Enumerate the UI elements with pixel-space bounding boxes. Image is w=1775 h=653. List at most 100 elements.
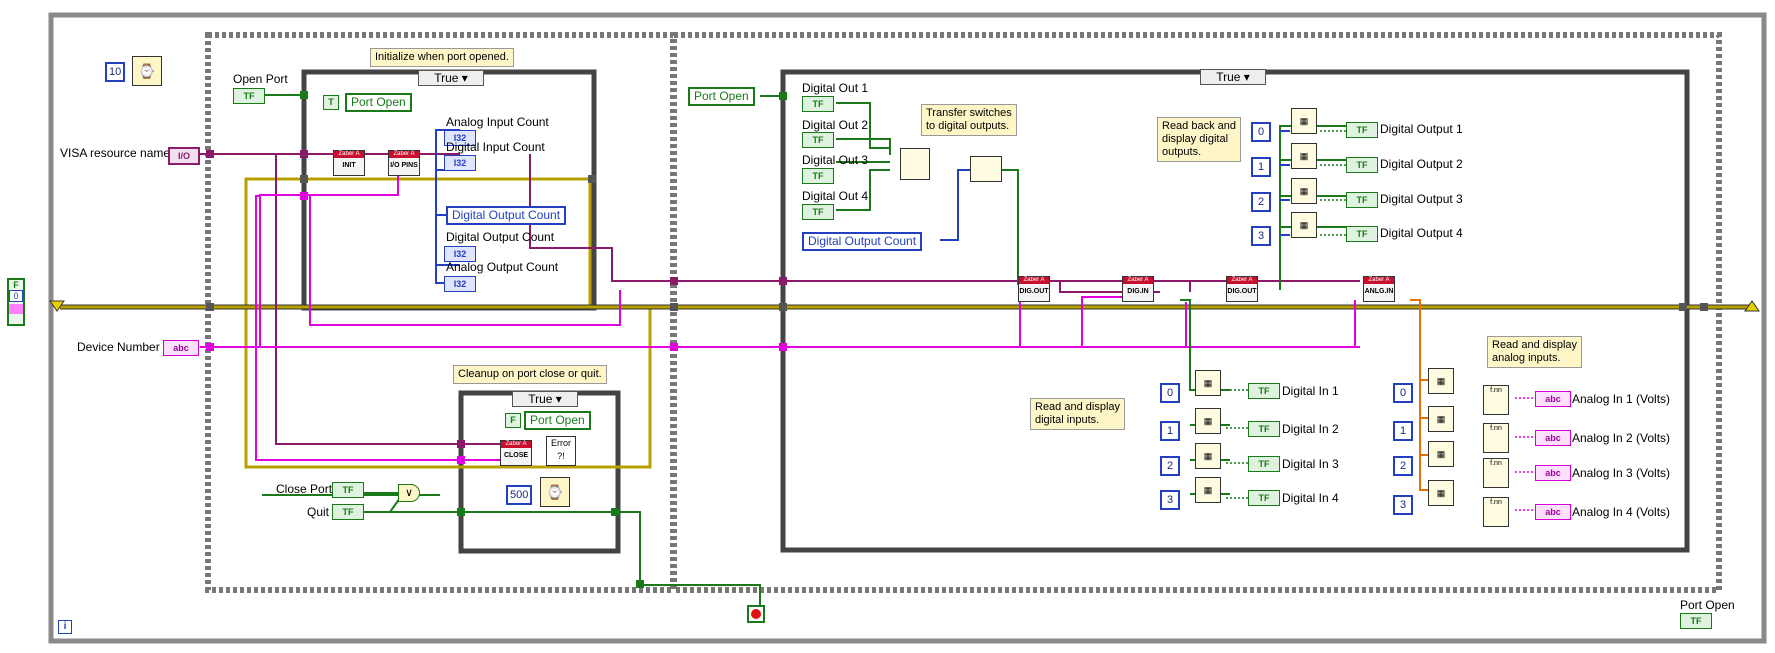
- digital-out-1-label: Digital Out 1: [802, 81, 869, 95]
- ai-index-1[interactable]: 1: [1393, 421, 1413, 441]
- digital-input-count-indicator: I32: [444, 155, 476, 171]
- open-port-label: Open Port: [233, 72, 288, 86]
- ai-index-2[interactable]: 2: [1393, 456, 1413, 476]
- ai-format-3: f.nn: [1483, 458, 1509, 488]
- sequence-frame-1: [205, 32, 676, 593]
- di-index-array-3: ▦: [1195, 443, 1221, 469]
- di-index-0[interactable]: 0: [1160, 383, 1180, 403]
- digital-out-3-label: Digital Out 3: [802, 153, 869, 167]
- analog-in-4-label: Analog In 4 (Volts): [1572, 505, 1671, 519]
- quit-label: Quit: [307, 505, 330, 519]
- digital-out-4-label: Digital Out 4: [802, 189, 869, 203]
- ai-index-0[interactable]: 0: [1393, 383, 1413, 403]
- do-index-3[interactable]: 3: [1251, 226, 1271, 246]
- digital-in-comment: Read and display digital inputs.: [1030, 398, 1126, 430]
- iteration-count: 0: [9, 290, 23, 302]
- integer-wires: [435, 129, 1290, 284]
- di-index-1[interactable]: 1: [1160, 421, 1180, 441]
- wait-timer-icon: ⌚: [132, 56, 162, 86]
- digital-input-count-label: Digital Input Count: [446, 140, 545, 154]
- digital-output-3-indicator: TF: [1346, 192, 1378, 208]
- main-digital-output-count-local: Digital Output Count: [802, 232, 923, 251]
- main-case-selector[interactable]: True ▾: [1200, 69, 1266, 85]
- while-loop-border: [48, 12, 1767, 644]
- ai-format-1: f.nn: [1483, 385, 1509, 415]
- digital-out-2-control[interactable]: TF: [802, 132, 834, 148]
- do-index-2[interactable]: 2: [1251, 192, 1271, 212]
- or-function: ∨: [398, 484, 420, 502]
- digital-in-3-indicator: TF: [1248, 456, 1280, 472]
- cleanup-case-selector[interactable]: True ▾: [512, 391, 578, 407]
- analog-in-3-indicator: abc: [1535, 465, 1571, 481]
- di-index-array-2: ▦: [1195, 408, 1221, 434]
- do-index-array-3: ▦: [1291, 178, 1317, 204]
- do-index-0[interactable]: 0: [1251, 122, 1271, 142]
- digital-output-1-label: Digital Output 1: [1380, 122, 1463, 136]
- digital-output-1-indicator: TF: [1346, 122, 1378, 138]
- left-terminal-cluster: F 0: [7, 278, 25, 326]
- ai-format-4: f.nn: [1483, 497, 1509, 527]
- digital-out-1-control[interactable]: TF: [802, 96, 834, 112]
- close-port-label: Close Port: [276, 482, 333, 496]
- port-open-indicator: TF: [1680, 613, 1712, 629]
- build-array-function: [900, 148, 930, 180]
- analog-in-4-indicator: abc: [1535, 504, 1571, 520]
- ai-index-array-4: ▦: [1428, 480, 1454, 506]
- initialize-case-selector[interactable]: True ▾: [418, 70, 484, 86]
- error-handler-icon[interactable]: Error ?!: [546, 436, 576, 466]
- initialize-port-open-local: Port Open: [345, 93, 412, 112]
- device-number-control[interactable]: abc: [163, 340, 199, 356]
- visa-resource-control[interactable]: I/O: [168, 147, 200, 165]
- digital-output-4-indicator: TF: [1346, 226, 1378, 242]
- di-index-2[interactable]: 2: [1160, 456, 1180, 476]
- readback-comment: Read back and display digital outputs.: [1157, 117, 1241, 162]
- error-indicator: [9, 304, 23, 314]
- ai-index-3[interactable]: 3: [1393, 495, 1413, 515]
- array-subset-function: [970, 156, 1002, 182]
- do-index-array-4: ▦: [1291, 212, 1317, 238]
- error-wire: [60, 177, 1755, 469]
- ai-index-array-3: ▦: [1428, 441, 1454, 467]
- device-number-wire: [200, 169, 1360, 461]
- digital-in-2-label: Digital In 2: [1282, 422, 1339, 436]
- cleanup-false-constant: F: [505, 413, 521, 428]
- digital-output-count-label: Digital Output Count: [446, 230, 555, 244]
- digital-output-count-indicator: I32: [444, 246, 476, 262]
- do-index-1[interactable]: 1: [1251, 157, 1271, 177]
- close-wait-constant[interactable]: 500: [506, 485, 533, 505]
- digital-out-4-control[interactable]: TF: [802, 204, 834, 220]
- ai-index-array-2: ▦: [1428, 406, 1454, 432]
- analog-input-count-indicator: I32: [444, 130, 476, 146]
- analog-in-1-indicator: abc: [1535, 391, 1571, 407]
- transfer-comment: Transfer switches to digital outputs.: [921, 104, 1017, 136]
- di-index-array-4: ▦: [1195, 477, 1221, 503]
- digital-in-1-label: Digital In 1: [1282, 384, 1339, 398]
- digital-in-4-label: Digital In 4: [1282, 491, 1339, 505]
- ai-index-array-1: ▦: [1428, 368, 1454, 394]
- di-index-3[interactable]: 3: [1160, 490, 1180, 510]
- analog-input-count-label: Analog Input Count: [446, 115, 549, 129]
- quit-control[interactable]: TF: [332, 504, 364, 520]
- device-number-label: Device Number: [77, 340, 160, 354]
- digital-output-4-label: Digital Output 4: [1380, 226, 1463, 240]
- port-open-indicator-label: Port Open: [1680, 598, 1735, 612]
- digital-output-2-label: Digital Output 2: [1380, 157, 1463, 171]
- digital-out-3-control[interactable]: TF: [802, 168, 834, 184]
- digital-output-2-indicator: TF: [1346, 157, 1378, 173]
- initialize-comment: Initialize when port opened.: [370, 48, 514, 67]
- analog-in-2-label: Analog In 2 (Volts): [1572, 431, 1671, 445]
- ai-format-2: f.nn: [1483, 423, 1509, 453]
- open-port-control[interactable]: TF: [233, 88, 265, 104]
- di-index-array-1: ▦: [1195, 370, 1221, 396]
- analog-output-count-indicator: I32: [444, 276, 476, 292]
- loop-wait-constant[interactable]: 10: [105, 62, 126, 82]
- close-port-control[interactable]: TF: [332, 482, 364, 498]
